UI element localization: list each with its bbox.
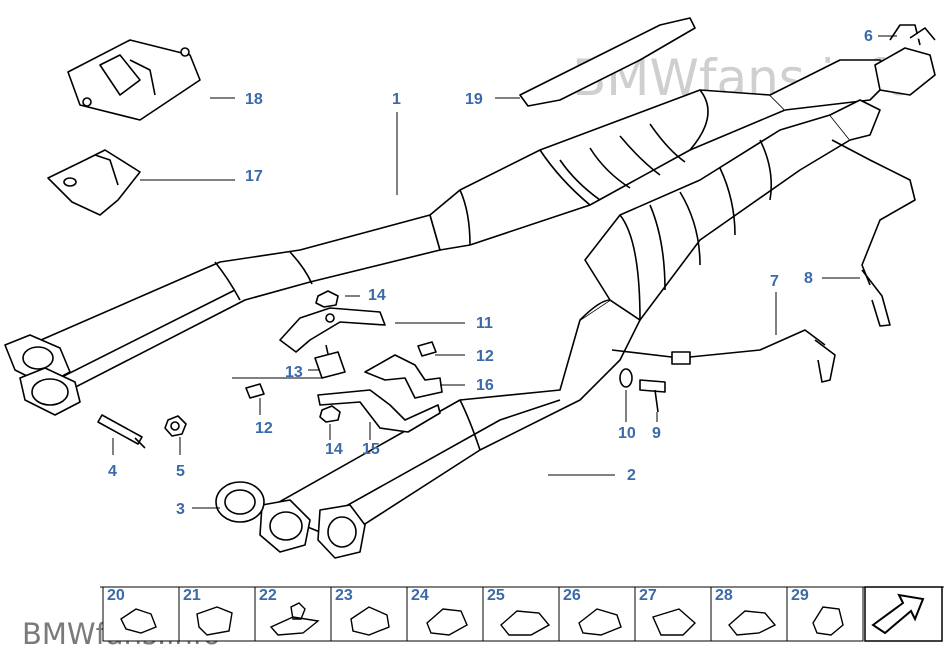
clip-part-icon (196, 606, 233, 636)
callout-10: 10 (618, 425, 636, 442)
clip-part-icon (652, 608, 697, 636)
accessory-strip: 20 21 22 23 24 25 26 27 28 29 (100, 586, 944, 642)
callout-13: 13 (285, 364, 303, 381)
callout-18: 18 (245, 91, 263, 108)
callout-4: 4 (108, 463, 117, 480)
clamp-half-upper (364, 354, 443, 399)
thumb-label-29: 29 (791, 587, 809, 604)
clip-part-icon (812, 606, 844, 636)
thumb-label-27: 27 (639, 587, 657, 604)
thumb-label-21: 21 (183, 587, 201, 604)
callouts: 1 2 3 4 5 6 7 8 9 10 11 12 12 13 14 14 1… (108, 28, 873, 518)
heat-shield-bracket (47, 149, 141, 216)
accessory-thumb-26[interactable]: 26 (558, 586, 636, 642)
accessory-thumb-22[interactable]: 22 (254, 586, 332, 642)
oxygen-sensor-7 (611, 329, 836, 383)
leader-lines (112, 35, 897, 509)
bracket (279, 307, 386, 353)
gasket-ring (215, 481, 265, 523)
sealing-ring (619, 368, 633, 388)
hex-bolt (245, 341, 437, 399)
bolt (97, 414, 146, 449)
callout-3: 3 (176, 501, 185, 518)
clip-part-icon (500, 610, 551, 636)
callout-5: 5 (176, 463, 185, 480)
clip-part-icon (350, 606, 390, 636)
clip-part-icon (578, 608, 622, 636)
heat-shield-strip (519, 17, 696, 107)
callout-6: 6 (864, 28, 873, 45)
callout-7: 7 (770, 273, 779, 290)
clip-part-icon (120, 608, 157, 634)
thumb-label-25: 25 (487, 587, 505, 604)
thumb-label-22: 22 (259, 587, 277, 604)
callout-12-left: 12 (255, 420, 273, 437)
front-pipe-lower (259, 99, 881, 559)
accessory-thumb-23[interactable]: 23 (330, 586, 408, 642)
callout-11: 11 (476, 315, 493, 332)
clamp-half-lower (317, 389, 441, 433)
callout-9: 9 (652, 425, 661, 442)
accessory-thumb-25[interactable]: 25 (482, 586, 560, 642)
screw (639, 379, 666, 413)
callout-16: 16 (476, 377, 494, 394)
thumb-label-26: 26 (563, 587, 581, 604)
pipe-clamp (874, 24, 936, 96)
callout-17: 17 (245, 168, 263, 185)
rubber-mount (314, 344, 346, 379)
next-page-arrow-icon[interactable] (864, 586, 943, 642)
clip-part-icon (728, 610, 777, 636)
thumb-label-24: 24 (411, 587, 429, 604)
callout-8: 8 (804, 270, 813, 287)
callout-14-bottom: 14 (325, 441, 343, 458)
callout-12-right: 12 (476, 348, 494, 365)
accessory-thumb-29[interactable]: 29 (786, 586, 864, 642)
thumb-label-20: 20 (107, 587, 125, 604)
accessory-thumb-27[interactable]: 27 (634, 586, 712, 642)
callout-14-top: 14 (368, 287, 386, 304)
thumb-label-23: 23 (335, 587, 353, 604)
oxygen-sensor-8 (831, 139, 916, 327)
heat-shield-cover (67, 39, 201, 121)
nut (164, 415, 187, 437)
callout-15: 15 (362, 441, 380, 458)
callout-19: 19 (465, 91, 483, 108)
accessory-thumb-28[interactable]: 28 (710, 586, 788, 642)
clip-part-icon (269, 602, 320, 636)
thumb-label-28: 28 (715, 587, 733, 604)
clip-part-icon (426, 608, 468, 636)
callout-2: 2 (627, 467, 636, 484)
accessory-thumb-24[interactable]: 24 (406, 586, 484, 642)
hex-nut (315, 290, 341, 423)
callout-1: 1 (392, 91, 401, 108)
accessory-thumb-20[interactable]: 20 (102, 586, 180, 642)
accessory-thumb-21[interactable]: 21 (178, 586, 256, 642)
